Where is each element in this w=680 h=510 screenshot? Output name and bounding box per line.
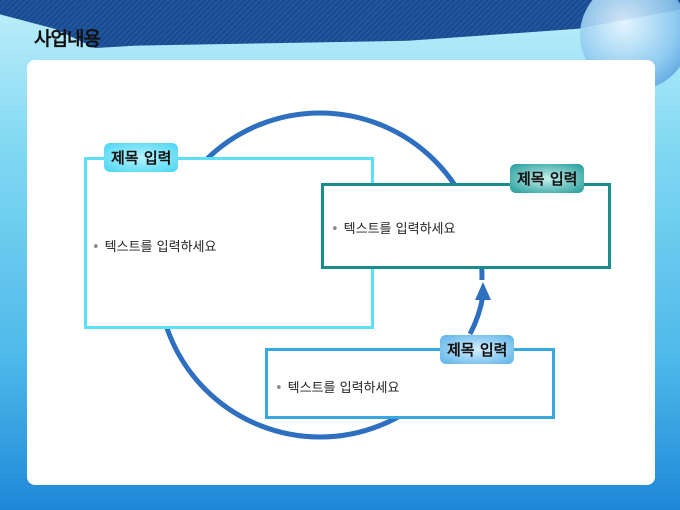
content-box-3 [265, 348, 555, 419]
box-1-text: •텍스트를 입력하세요 [92, 240, 217, 255]
box-1-title: 제목 입력 [104, 143, 179, 172]
arrow-head-icon [475, 282, 491, 300]
slide-title: 사업내용 [34, 28, 101, 50]
content-box-2 [321, 183, 611, 269]
box-3-text: •텍스트를 입력하세요 [275, 381, 400, 396]
box-2-text: •텍스트를 입력하세요 [331, 222, 456, 237]
box-2-title: 제목 입력 [510, 164, 585, 193]
box-3-title: 제목 입력 [440, 335, 515, 364]
